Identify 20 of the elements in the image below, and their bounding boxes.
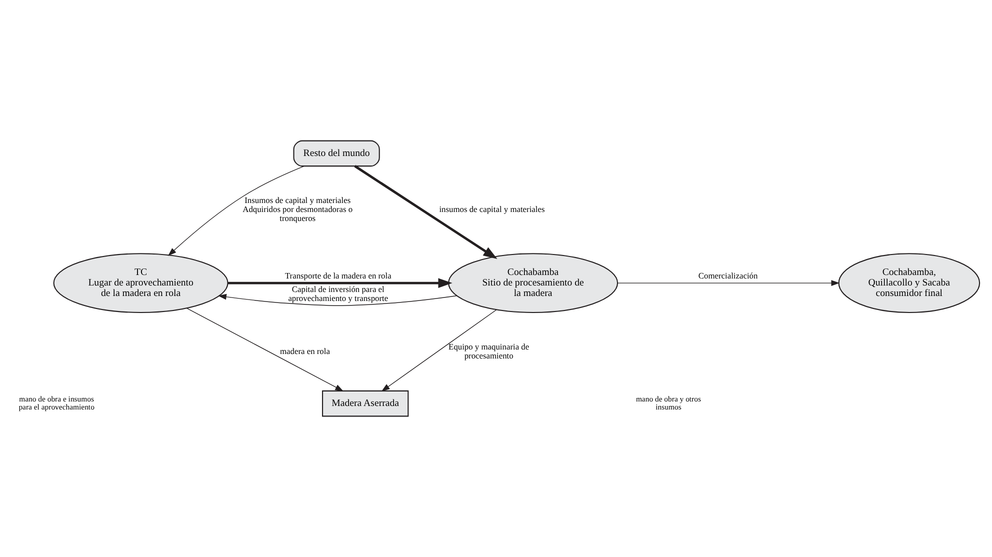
edge-label: Insumos de capital y materiales Adquiridos por desmontadoras o tronqueros <box>242 194 353 224</box>
label: mano de obra y otros insumos <box>636 394 702 412</box>
node-box: Resto del mundo <box>293 140 380 167</box>
label: mano de obra e insumos para el aprovechamiento <box>18 394 94 412</box>
edge-label: madera en rola <box>280 346 330 356</box>
edge-label: insumos de capital y materiales <box>439 204 545 214</box>
edge-label: Transporte de la madera en rola <box>284 270 392 281</box>
edge-label: Capital de inversión para el aprovechamiento y transporte <box>288 284 388 304</box>
arrow <box>186 308 344 392</box>
arrow <box>381 309 497 392</box>
edge-label: Comercialización <box>698 270 758 281</box>
arrow <box>354 165 498 260</box>
arrow <box>218 294 458 306</box>
node-ellipse: Cochabamba Sitio de procesamiento de la madera <box>448 253 618 314</box>
arrow <box>168 166 305 256</box>
node-ellipse: Cochabamba, Quillacollo y Sacaba consumidor final <box>838 253 980 314</box>
arrow <box>228 278 452 288</box>
node-box: Madera Aserrada <box>322 390 409 417</box>
arrow <box>617 280 840 286</box>
edge-label: Equipo y maquinaria de procesamiento <box>448 341 530 360</box>
